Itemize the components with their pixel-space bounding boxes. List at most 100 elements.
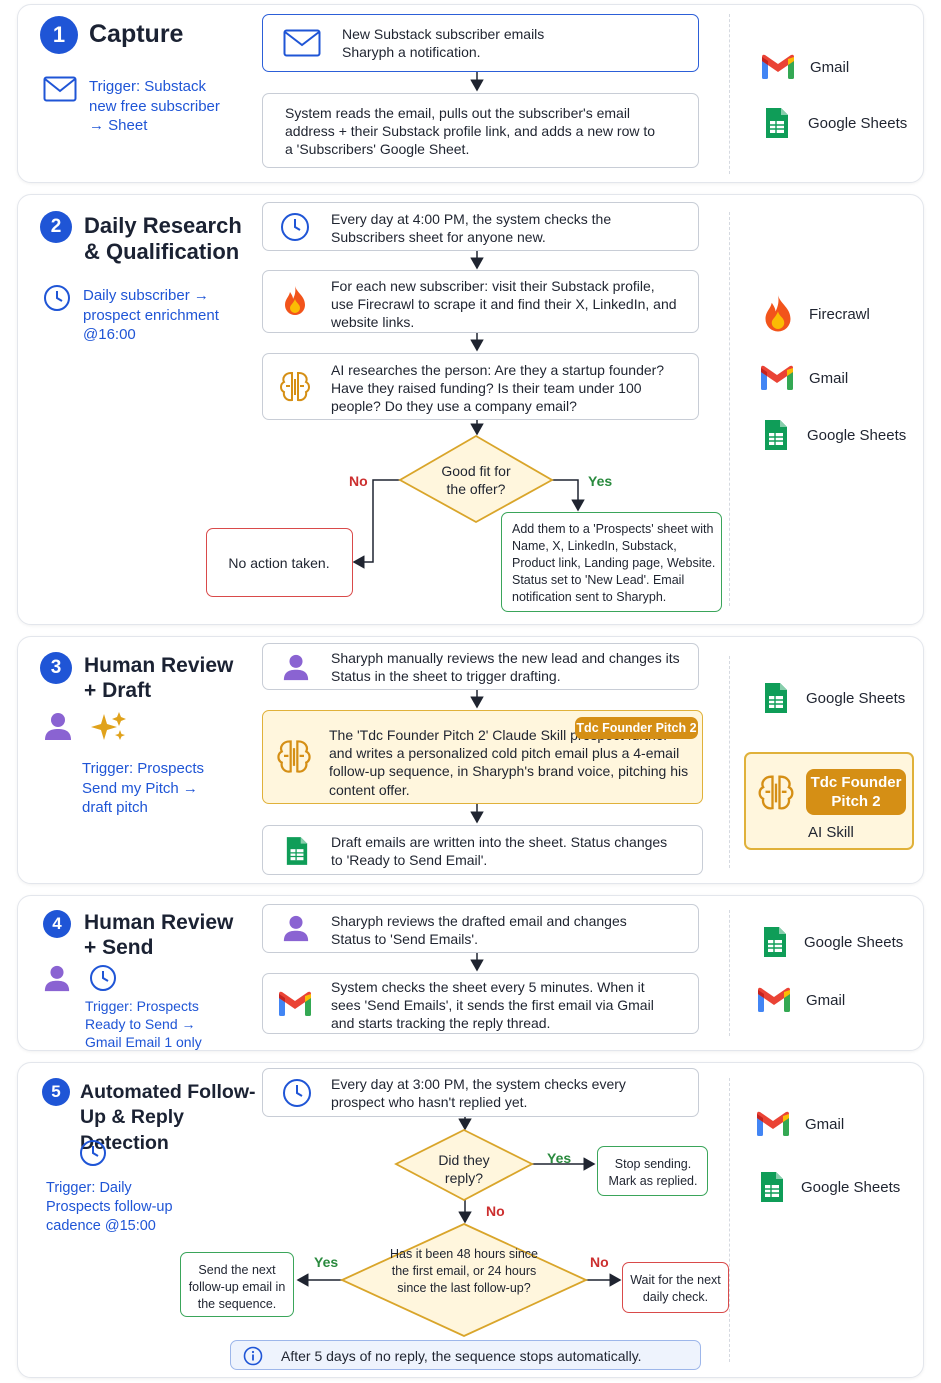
tool-sheets: Google Sheets [764, 106, 907, 140]
flow-box: Every day at 4:00 PM, the system checks … [262, 202, 699, 251]
step-trigger: Daily subscriber → prospect enrichment @… [83, 287, 219, 343]
box-text: Send the next follow-up email in the seq… [188, 1263, 286, 1311]
clock-icon [283, 1079, 311, 1107]
tool-label: Google Sheets [807, 426, 907, 444]
clock-icon [281, 213, 309, 241]
step-trigger: Trigger: Substack new free subscriber → … [89, 78, 220, 134]
box-text: No action taken. [228, 555, 330, 571]
sheets-icon [761, 1172, 783, 1202]
prospect-box: Add them to a 'Prospects' sheet with Nam… [501, 512, 722, 612]
step-number: 4 [43, 910, 71, 938]
step-number: 3 [40, 652, 72, 684]
box-text: System reads the email, pulls out the su… [285, 105, 656, 158]
fire-icon [765, 295, 791, 332]
sheets-icon [765, 420, 787, 450]
skill-badge: Tdc Founder Pitch 2 [575, 717, 698, 739]
person-icon [283, 654, 309, 681]
decision-text: Has it been 48 hours since the first ema… [390, 1247, 539, 1295]
divider [729, 212, 730, 606]
tool-label: Google Sheets [806, 689, 906, 707]
divider [729, 14, 730, 174]
tool-firecrawl: Firecrawl [763, 294, 870, 334]
gmail-icon [761, 365, 793, 390]
step-title: Human Review + Draft [84, 654, 234, 702]
brain-icon [277, 740, 311, 773]
flow-box: Sharyph manually reviews the new lead an… [262, 643, 699, 690]
flow-box: Every day at 3:00 PM, the system checks … [262, 1068, 699, 1117]
step-trigger: Trigger: Daily Prospects follow-up caden… [46, 1180, 173, 1234]
ai-skill-card: Tdc Founder Pitch 2 AI Skill [744, 752, 914, 850]
info-note: After 5 days of no reply, the sequence s… [230, 1340, 701, 1370]
sheets-icon [765, 683, 787, 713]
step-trigger: Trigger: Prospects Send my Pitch → draft… [82, 760, 204, 816]
clock-icon [80, 1140, 106, 1166]
tool-gmail: Gmail [760, 53, 849, 81]
flow-box: AI researches the person: Are they a sta… [262, 353, 699, 420]
box-text: Add them to a 'Prospects' sheet with Nam… [512, 522, 716, 604]
no-label: No [486, 1203, 505, 1219]
tool-label: Google Sheets [804, 933, 904, 951]
no-action-box: No action taken. [206, 528, 353, 597]
envelope-icon [43, 76, 77, 102]
tool-gmail: Gmail [759, 364, 848, 392]
person-icon [45, 713, 71, 740]
tool-sheets: Google Sheets [763, 681, 905, 715]
box-text: Stop sending. Mark as replied. [608, 1157, 698, 1188]
yes-label: Yes [314, 1254, 339, 1270]
gmail-icon [762, 54, 794, 79]
box-text: Wait for the next daily check. [630, 1273, 721, 1304]
divider [729, 1078, 730, 1362]
skill-badge: Tdc Founder Pitch 2 [806, 769, 906, 815]
flow-box: For each new subscriber: visit their Sub… [262, 270, 699, 333]
box-text: Every day at 3:00 PM, the system checks … [331, 1076, 626, 1111]
note-text: After 5 days of no reply, the sequence s… [281, 1348, 642, 1364]
tool-sheets: Google Sheets [762, 925, 903, 959]
tool-label: Google Sheets [808, 114, 908, 132]
box-text: For each new subscriber: visit their Sub… [331, 278, 677, 331]
gmail-icon [758, 987, 790, 1012]
step-number: 1 [40, 16, 78, 54]
decision-text: Good fit for the offer? [441, 463, 511, 498]
divider [729, 656, 730, 868]
sheets-icon [764, 927, 786, 957]
person-icon [44, 965, 70, 992]
person-icon [283, 915, 309, 942]
box-text: New Substack subscriber emails Sharyph a… [342, 26, 545, 61]
skill-box: The 'Tdc Founder Pitch 2' Claude Skill p… [262, 710, 703, 804]
info-icon [243, 1346, 263, 1366]
flow-box: Draft emails are written into the sheet.… [262, 825, 703, 875]
flow-box: New Substack subscriber emails Sharyph a… [262, 14, 699, 72]
gmail-icon [757, 1111, 789, 1136]
step-title: Capture [89, 20, 184, 48]
yes-label: Yes [588, 473, 613, 489]
brain-icon [280, 372, 310, 402]
tool-label: Gmail [809, 369, 849, 387]
tool-label: Gmail [806, 991, 846, 1009]
sheets-icon [766, 108, 788, 138]
flow-box: Sharyph reviews the drafted email and ch… [262, 904, 699, 953]
box-text: Sharyph manually reviews the new lead an… [331, 650, 680, 685]
brain-icon [758, 775, 794, 810]
clock-icon [90, 965, 116, 991]
decision-diamond [398, 434, 554, 524]
decision-text: Did they reply? [438, 1152, 490, 1187]
step-title: Human Review + Send [84, 911, 234, 959]
envelope-icon [283, 29, 321, 57]
step-title: Daily Research & Qualification [84, 213, 242, 264]
decision-diamond [339, 1223, 589, 1337]
divider [729, 910, 730, 1036]
gmail-icon [279, 991, 311, 1016]
box-text: AI researches the person: Are they a sta… [331, 362, 665, 415]
sheets-icon [286, 837, 308, 865]
tool-sheets: Google Sheets [759, 1170, 900, 1204]
tool-label: Gmail [810, 58, 850, 76]
step-title: Automated Follow-Up & Reply Detection [80, 1081, 256, 1154]
fire-icon [285, 286, 305, 315]
wait-box: Wait for the next daily check. [622, 1262, 729, 1313]
box-text: Draft emails are written into the sheet.… [331, 834, 668, 869]
no-label: No [590, 1254, 609, 1270]
flow-box: System checks the sheet every 5 minutes.… [262, 973, 699, 1034]
tool-label: Firecrawl [809, 305, 870, 323]
box-text: Sharyph reviews the drafted email and ch… [331, 913, 627, 948]
